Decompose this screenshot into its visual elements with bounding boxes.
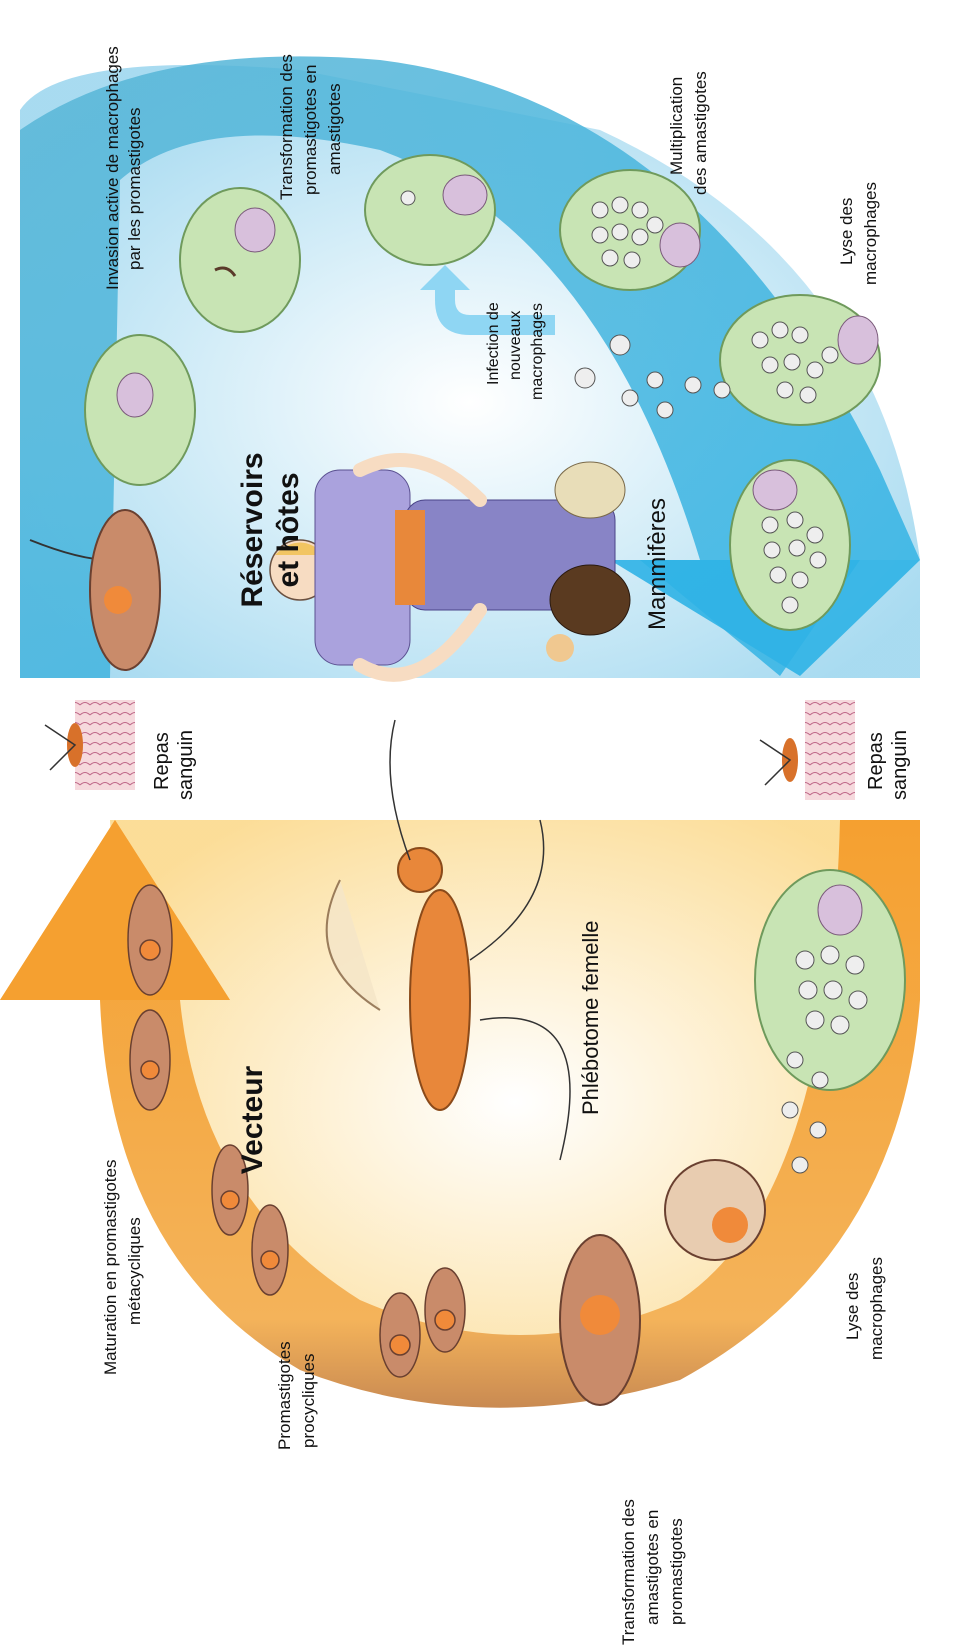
host-title-line2: et hôtes bbox=[272, 472, 305, 587]
skin-patch-top bbox=[75, 700, 135, 790]
label-phlebotome: Phlébotome femelle bbox=[578, 921, 603, 1115]
label-mult-l2: des amastigotes bbox=[691, 71, 710, 195]
label-repas-top-l1: Repas bbox=[151, 732, 173, 790]
macrophage-4 bbox=[560, 170, 700, 290]
host-title-line1: Réservoirs bbox=[236, 452, 269, 607]
skin-patch-bottom bbox=[805, 700, 855, 800]
label-procycliques-l1: Promastigotes bbox=[275, 1341, 294, 1450]
macrophage-2 bbox=[180, 188, 300, 332]
vector-title: Vecteur bbox=[236, 1065, 269, 1174]
label-infection-l2: nouveaux bbox=[507, 311, 524, 380]
label-procycliques-l2: procycliques bbox=[299, 1354, 318, 1449]
label-transf-ap-l1: Transformation des bbox=[619, 1499, 638, 1645]
label-transf-pa-l2: promastigotes en bbox=[301, 65, 320, 195]
label-transf-ap-l3: promastigotes bbox=[667, 1518, 686, 1625]
label-invasion-l1: Invasion active de macrophages bbox=[103, 46, 122, 290]
label-infection-l1: Infection de bbox=[485, 302, 502, 385]
label-infection-l3: macrophages bbox=[529, 303, 546, 400]
blood-meal-bottom bbox=[760, 700, 855, 800]
label-invasion-l2: par les promastigotes bbox=[125, 107, 144, 270]
label-lyse-bot-l2: macrophages bbox=[867, 1257, 886, 1360]
label-lyse-top-l1: Lyse des bbox=[837, 198, 856, 265]
macrophage-5 bbox=[720, 295, 880, 425]
label-transf-ap-l2: amastigotes en bbox=[643, 1510, 662, 1625]
label-transf-pa-l1: Transformation des bbox=[277, 54, 296, 200]
label-repas-bot-l2: sanguin bbox=[889, 730, 911, 800]
label-repas-top-l2: sanguin bbox=[175, 730, 197, 800]
label-mult-l1: Multiplication bbox=[667, 77, 686, 175]
label-lyse-bot-l1: Lyse des bbox=[843, 1273, 862, 1340]
label-maturation-l2: métacycliques bbox=[125, 1217, 144, 1325]
cat-figure bbox=[555, 462, 625, 518]
blood-meal-top bbox=[45, 700, 135, 790]
label-mammiferes: Mammifères bbox=[644, 498, 671, 630]
sandfly-small-top-icon bbox=[45, 723, 83, 770]
label-maturation-l1: Maturation en promastigotes bbox=[101, 1160, 120, 1375]
macrophage-6 bbox=[730, 460, 850, 630]
macrophage-1 bbox=[85, 335, 195, 485]
label-repas-bot-l1: Repas bbox=[865, 732, 887, 790]
macrophage-3 bbox=[365, 155, 495, 265]
host-section bbox=[20, 56, 920, 678]
label-transf-pa-l3: amastigotes bbox=[325, 83, 344, 175]
sandfly-small-bottom-icon bbox=[760, 738, 798, 785]
label-lyse-top-l2: macrophages bbox=[861, 182, 880, 285]
